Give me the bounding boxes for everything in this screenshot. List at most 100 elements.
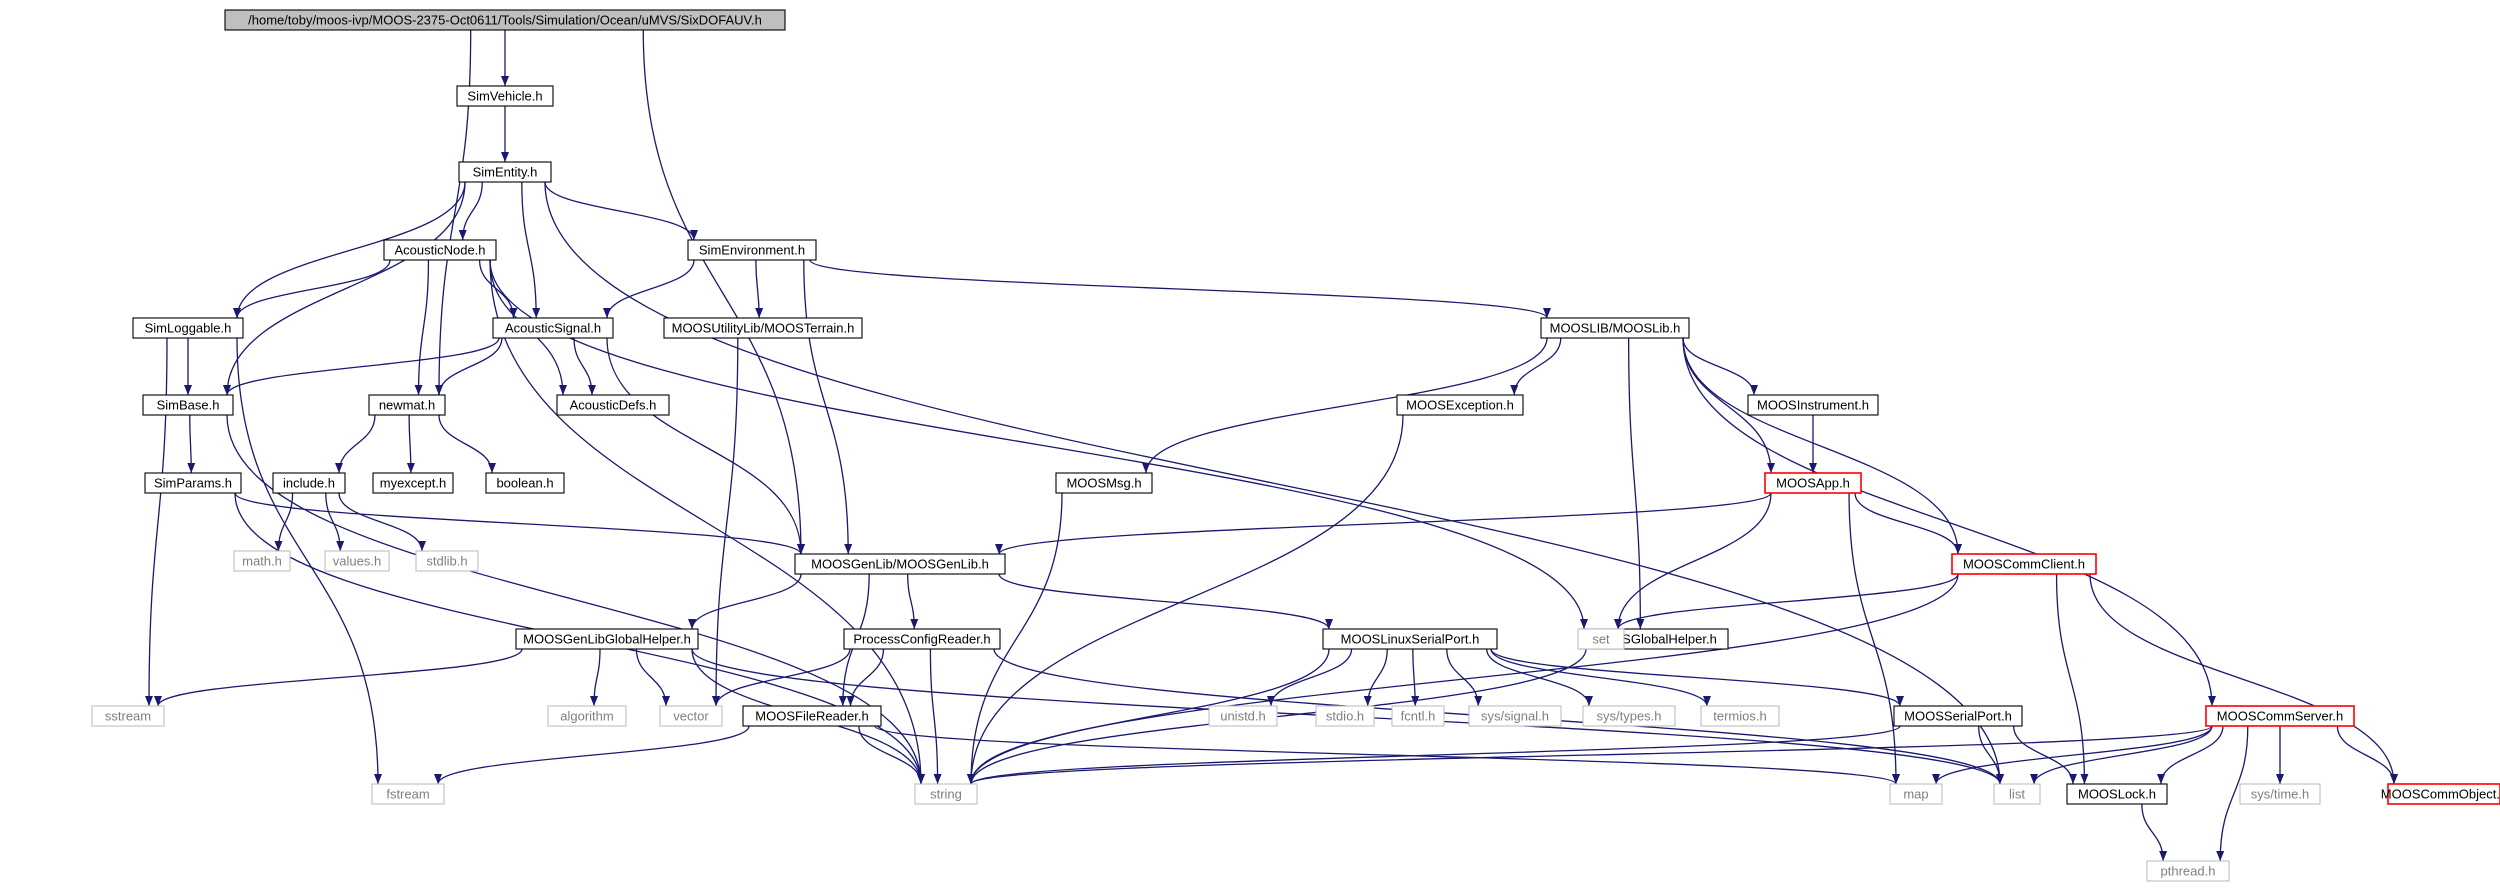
node-sstream-box <box>91 705 165 727</box>
node-moosserialport-box <box>1893 705 2023 727</box>
node-include[interactable]: include.h <box>272 472 346 494</box>
edge-moosapp-to-map <box>1848 492 1900 785</box>
node-syssignal: sys/signal.h <box>1468 705 1562 727</box>
node-moosgenlib[interactable]: MOOSGenLib/MOOSGenLib.h <box>794 553 1006 575</box>
node-unistd-box <box>1208 705 1278 727</box>
edge-globalhelper-to-sstream <box>154 648 523 707</box>
node-pthread-box <box>2146 860 2230 882</box>
node-simenv-label: SimEnvironment.h <box>699 243 805 258</box>
node-mooscommobject-label: MOOSCommObject.h <box>2381 787 2500 802</box>
node-mooslock[interactable]: MOOSLock.h <box>2066 783 2168 805</box>
node-mooscommobject[interactable]: MOOSCommObject.h <box>2381 783 2500 805</box>
node-simenv-box <box>687 239 817 261</box>
node-layer: /home/toby/moos-ivp/MOOS-2375-Oct0611/To… <box>91 9 2500 882</box>
node-algorithm: algorithm <box>547 705 627 727</box>
edge-moosserialport-to-mooslock <box>2013 725 2077 785</box>
node-acousticdefs-label: AcousticDefs.h <box>570 398 657 413</box>
node-acousticnode[interactable]: AcousticNode.h <box>383 239 497 261</box>
node-map: map <box>1889 783 1943 805</box>
edge-acousticsignal-to-acousticdefs <box>573 337 596 396</box>
edge-acousticsignal-to-newmat <box>435 337 503 396</box>
node-linuxserial[interactable]: MOOSLinuxSerialPort.h <box>1322 628 1498 650</box>
edge-linuxserial-to-fcntl <box>1411 648 1420 707</box>
node-acousticsignal[interactable]: AcousticSignal.h <box>492 317 614 339</box>
node-pthread: pthread.h <box>2146 860 2230 882</box>
node-processconfig[interactable]: ProcessConfigReader.h <box>843 628 1001 650</box>
edge-simentity-to-list <box>544 181 2004 785</box>
node-newmat[interactable]: newmat.h <box>368 394 446 416</box>
edge-linuxserial-to-moosserialport <box>1490 648 1904 707</box>
node-myexcept-label: myexcept.h <box>380 476 446 491</box>
edge-moosfilereader-to-string <box>858 725 925 785</box>
node-moosfilereader-label: MOOSFileReader.h <box>755 709 868 724</box>
node-myexcept[interactable]: myexcept.h <box>372 472 454 494</box>
node-moosexception[interactable]: MOOSException.h <box>1396 394 1524 416</box>
edge-mooslib-to-mooscommclient <box>1682 337 1962 555</box>
node-simenv[interactable]: SimEnvironment.h <box>687 239 817 261</box>
node-set: set <box>1577 628 1625 650</box>
node-terrain[interactable]: MOOSUtilityLib/MOOSTerrain.h <box>663 317 863 339</box>
node-moosinstrument[interactable]: MOOSInstrument.h <box>1747 394 1879 416</box>
node-valuesh-label: values.h <box>333 554 381 569</box>
node-simvehicle-box <box>456 85 554 107</box>
node-valuesh-box <box>324 550 390 572</box>
edge-simenv-to-mooslib <box>809 259 1551 319</box>
edge-moosfilereader-to-fstream <box>434 725 750 785</box>
edge-layer <box>145 29 2398 862</box>
node-moosfilereader[interactable]: MOOSFileReader.h <box>742 705 882 727</box>
node-simloggable[interactable]: SimLoggable.h <box>132 317 244 339</box>
edge-moosexception-to-string <box>967 414 1404 785</box>
node-simentity-box <box>458 161 552 183</box>
node-mooscommserver-label: MOOSCommServer.h <box>2217 709 2343 724</box>
edge-simloggable-to-sstream <box>145 337 168 707</box>
node-root[interactable]: /home/toby/moos-ivp/MOOS-2375-Oct0611/To… <box>224 9 786 31</box>
node-mooscommclient-label: MOOSCommClient.h <box>1963 557 2085 572</box>
node-moosmsg[interactable]: MOOSMsg.h <box>1055 472 1153 494</box>
edge-moosapp-to-moosgenlib <box>995 492 1772 555</box>
node-simentity[interactable]: SimEntity.h <box>458 161 552 183</box>
edge-acousticnode-to-string <box>489 259 925 785</box>
node-simparams-label: SimParams.h <box>154 476 232 491</box>
node-acousticdefs[interactable]: AcousticDefs.h <box>556 394 670 416</box>
node-simvehicle[interactable]: SimVehicle.h <box>456 85 554 107</box>
edge-mooslib-to-moosmsg <box>1142 337 1548 474</box>
node-moosapp[interactable]: MOOSApp.h <box>1764 472 1862 494</box>
node-globalhelper[interactable]: MOOSGenLibGlobalHelper.h <box>515 628 699 650</box>
node-syssignal-box <box>1468 705 1562 727</box>
node-stdlibh: stdlib.h <box>415 550 479 572</box>
edge-mooscommclient-to-set <box>1614 573 1959 630</box>
node-mooscommserver[interactable]: MOOSCommServer.h <box>2205 705 2355 727</box>
node-moosserialport[interactable]: MOOSSerialPort.h <box>1893 705 2023 727</box>
edge-terrain-to-vector <box>712 337 739 707</box>
node-include-box <box>272 472 346 494</box>
node-stdlibh-label: stdlib.h <box>426 554 467 569</box>
node-moosexception-label: MOOSException.h <box>1406 398 1514 413</box>
node-globalhelper-label: MOOSGenLibGlobalHelper.h <box>523 632 691 647</box>
node-systime-label: sys/time.h <box>2251 787 2310 802</box>
node-mooslib[interactable]: MOOSLIB/MOOSLib.h <box>1540 317 1690 339</box>
node-include-label: include.h <box>283 476 335 491</box>
node-processconfig-box <box>843 628 1001 650</box>
edge-simentity-to-acousticsignal <box>521 181 541 319</box>
edge-processconfig-to-moosfilereader <box>846 648 885 707</box>
node-fstream-label: fstream <box>386 787 429 802</box>
node-mooscommclient-box <box>1951 553 2097 575</box>
node-acousticsignal-box <box>492 317 614 339</box>
node-simloggable-box <box>132 317 244 339</box>
node-simparams[interactable]: SimParams.h <box>144 472 242 494</box>
node-pthread-label: pthread.h <box>2161 864 2216 879</box>
node-sstream: sstream <box>91 705 165 727</box>
edge-acousticnode-to-simloggable <box>233 259 391 319</box>
node-vector-box <box>659 705 723 727</box>
edge-include-to-valuesh <box>325 492 345 552</box>
node-boolean[interactable]: boolean.h <box>485 472 565 494</box>
edge-newmat-to-myexcept <box>406 414 415 474</box>
node-mooscommclient[interactable]: MOOSCommClient.h <box>1951 553 2097 575</box>
node-string: string <box>914 783 978 805</box>
node-mathh-box <box>233 550 291 572</box>
node-terrain-box <box>663 317 863 339</box>
edge-moosserialport-to-list <box>1978 725 2004 785</box>
edge-mooscommserver-to-mooslock <box>2157 725 2224 785</box>
node-simbase[interactable]: SimBase.h <box>142 394 234 416</box>
